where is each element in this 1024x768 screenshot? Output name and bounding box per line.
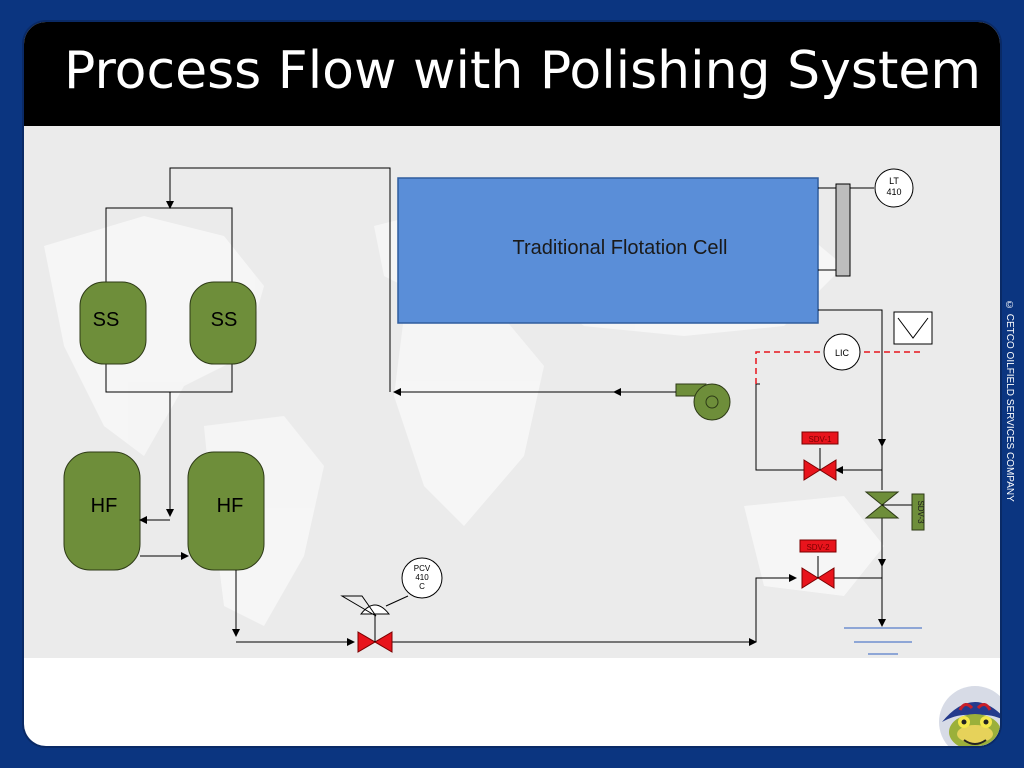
logo-mascot-icon [939,686,1000,746]
sdv-2-label: SDV-2 [806,543,830,552]
process-diagram: Traditional Flotation Cell LT 410 [24,126,1000,663]
lt-tag: 410 [886,187,901,197]
ss-vessel-2: SS [189,281,257,365]
hf-flow-lines [139,516,797,646]
pcv-tag: 410 [415,573,429,582]
hf-vessel-1: HF [63,451,141,571]
sdv-1-label: SDV-1 [808,435,832,444]
copyright-notice: © CETCO OILFIELD SERVICES COMPANY [1004,300,1015,502]
slide: Process Flow with Polishing System Tr [24,22,1000,746]
sdv-3-label: SDV-3 [916,500,925,524]
sdv-2-valve: SDV-2 [799,539,837,589]
svg-text:SS: SS [93,309,120,331]
level-switch-icon [893,311,933,345]
diagram-canvas: Traditional Flotation Cell LT 410 [44,167,933,663]
svg-text:HF: HF [217,495,244,517]
sdv-3-valve: SDV-3 [864,491,925,531]
pcv-valve: PCV 410 C [340,557,443,653]
slide-title: Process Flow with Polishing System [64,41,981,101]
sdv-1-valve: SDV-1 [801,431,839,481]
lic-label: LIC [835,348,850,358]
pcv-suffix: C [419,582,425,591]
lt-label: LT [889,176,899,186]
hf-vessel-2: HF [187,451,265,571]
level-transmitter-icon: LT 410 [818,168,914,277]
recycle-line [166,167,391,392]
ss-manifold [105,207,233,517]
svg-text:HF: HF [91,495,118,517]
title-bar: Process Flow with Polishing System [24,22,1000,126]
ss-vessel-1: SS [79,281,147,365]
pcv-label: PCV [414,564,431,573]
flotation-cell-label: Traditional Flotation Cell [513,237,728,259]
pump-icon [675,383,731,421]
drain-icon [844,627,922,663]
lic-controller: LIC [755,333,924,384]
cell-outlet-line [755,309,886,627]
svg-text:SS: SS [211,309,238,331]
flotation-cell: Traditional Flotation Cell [397,177,819,324]
